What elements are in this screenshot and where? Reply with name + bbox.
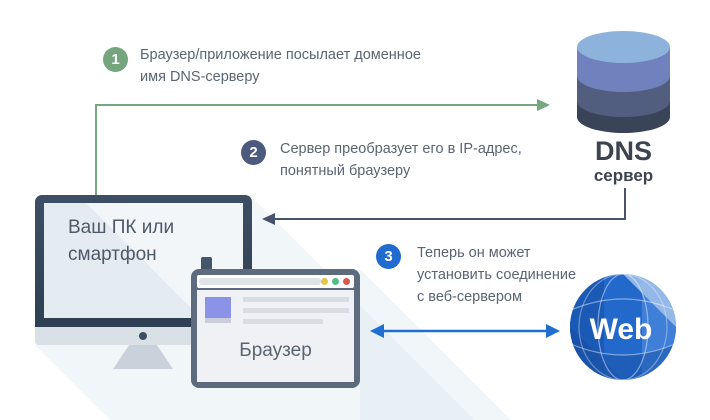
monitor-label: Ваш ПК или смартфон [68, 214, 174, 268]
step-1-badge: 1 [103, 47, 128, 72]
flow-arrow-step2-icon [262, 188, 626, 225]
monitor-label-line: Ваш ПК или [68, 217, 175, 238]
step-text-line: Сервер преобразует его в IP-адрес, [280, 141, 522, 157]
monitor-camera-dot [139, 332, 147, 340]
step-text-line: Браузер/приложение посылает доменное [140, 47, 421, 63]
browser-text-line [243, 297, 349, 302]
step-2-text: Сервер преобразует его в IP-адрес, понят… [280, 138, 522, 182]
step-text-line: с веб-сервером [417, 289, 522, 305]
step-2-number: 2 [249, 144, 258, 161]
step-text-line: Теперь он может [417, 245, 531, 261]
browser-tab-notch [201, 257, 212, 271]
browser-dot-green-icon [332, 278, 339, 285]
flow-arrow-step3-icon [370, 324, 560, 338]
step-1-text: Браузер/приложение посылает доменное имя… [140, 44, 421, 88]
step-text-line: понятный браузеру [280, 163, 411, 179]
step-3-number: 3 [384, 248, 393, 265]
browser-toolbar [197, 275, 354, 288]
browser-thumbnail [205, 297, 231, 318]
dns-title: DNS [594, 136, 652, 166]
step-1-number: 1 [111, 51, 120, 68]
flow-arrow-step1-icon [95, 99, 550, 195]
browser-long-shadow [360, 269, 511, 420]
dns-database-icon [577, 31, 670, 133]
browser-dot-red-icon [343, 278, 350, 285]
browser-content: Браузер [197, 290, 354, 382]
step-3-text: Теперь он может установить соединение с … [417, 242, 576, 308]
step-3-badge: 3 [376, 244, 401, 269]
step-text-line: установить соединение [417, 267, 577, 283]
step-text-line: имя DNS-серверу [140, 69, 260, 85]
step-2-badge: 2 [241, 140, 266, 165]
browser-text-line [243, 319, 323, 324]
browser-text-line [243, 308, 349, 313]
browser-thumbnail-caption [205, 318, 231, 323]
monitor-label-line: смартфон [68, 244, 157, 265]
web-label: Web [590, 313, 653, 346]
browser-address-bar [199, 278, 321, 285]
dns-subtitle: сервер [593, 166, 654, 185]
browser-label: Браузер [239, 340, 312, 361]
browser-dot-yellow-icon [321, 278, 328, 285]
web-globe-icon: Web [570, 274, 676, 380]
